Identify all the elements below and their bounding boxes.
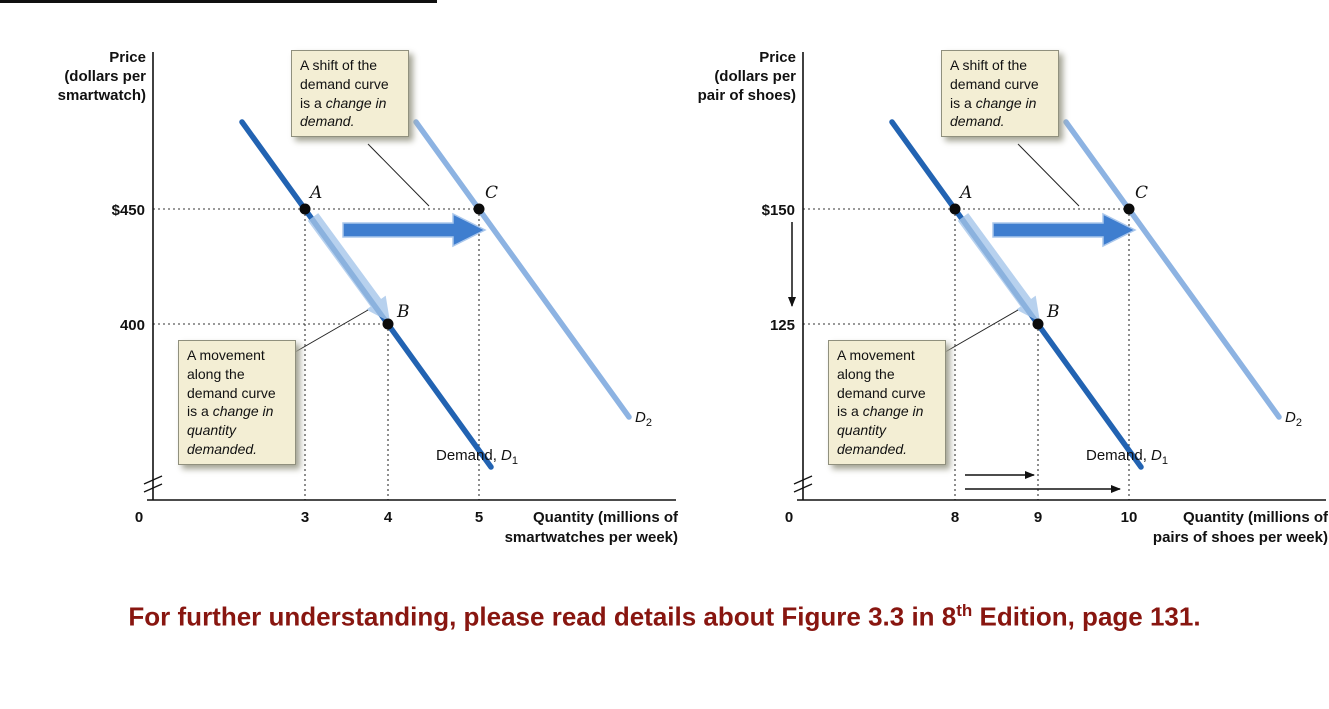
y-axis-title-line-1: Price (759, 49, 796, 66)
y-tick-label-high: $150 (762, 202, 795, 219)
note-leader-lines (289, 143, 430, 356)
y-axis-title-line-3: pair of shoes) (698, 87, 796, 104)
demand-curve-d2 (1063, 119, 1282, 420)
note-line: A movement (837, 347, 915, 363)
note-line: is a (187, 403, 213, 420)
note-line: is a (837, 403, 863, 420)
x-axis-title-line-2: smartwatches per week) (505, 529, 678, 546)
data-points (299, 203, 485, 330)
axes (793, 52, 1326, 501)
x-axis-title-line-1: Quantity (millions of (1183, 509, 1329, 526)
y-axis-title-line-1: Price (109, 49, 146, 66)
x-origin-label: 0 (785, 509, 793, 526)
movement-along-curve-note: A movement along the demand curve is a c… (178, 340, 296, 465)
caption-text: Edition, page 131. (972, 601, 1201, 632)
note-line: is a (300, 94, 326, 111)
caption-superscript: th (956, 601, 973, 620)
charts-row: A B C $450 400 0 3 4 5 Price (dollars pe… (38, 22, 1329, 567)
note-line: demand curve (300, 75, 389, 92)
movement-along-curve-arrow (957, 213, 1040, 322)
note-line: along the (837, 365, 895, 382)
demand-chart: A B C $450 400 0 3 4 5 Price (dollars pe… (58, 49, 679, 546)
point-label-c: C (485, 183, 498, 203)
axes (143, 52, 676, 501)
curve-label-d2: D2 (1285, 409, 1302, 429)
x-tick-label-1: 8 (951, 509, 959, 526)
note-line: demand curve (950, 75, 1039, 92)
note-line: demand curve (837, 384, 926, 401)
x-origin-label: 0 (135, 509, 143, 526)
movement-along-curve-note: A movement along the demand curve is a c… (828, 340, 946, 465)
top-border-line (0, 0, 437, 3)
x-tick-label-2: 4 (384, 509, 393, 526)
curve-label-d1: Demand, D1 (1086, 447, 1168, 467)
demand-curve-d2 (413, 119, 632, 420)
dotted-guide-lines (153, 208, 480, 500)
chart-panel-2: A B C $150 125 0 8 9 10 Price (dollars p… (688, 22, 1329, 567)
x-tick-label-3: 5 (475, 509, 483, 526)
demand-chart: A B C $150 125 0 8 9 10 Price (dollars p… (698, 49, 1329, 546)
point-label-c: C (1135, 183, 1148, 203)
data-points (949, 203, 1135, 330)
note-leader-lines (939, 143, 1080, 356)
note-line: A shift of the (300, 57, 378, 73)
x-tick-label-3: 10 (1121, 509, 1138, 526)
shift-of-demand-note: A shift of the demand curve is a change … (291, 50, 409, 137)
dotted-guide-lines (803, 208, 1130, 500)
note-line-italic: change in (325, 94, 387, 111)
note-line-italic: quantity (837, 422, 887, 438)
x-tick-label-2: 9 (1034, 509, 1042, 526)
note-line: demand curve (187, 384, 276, 401)
chart-panel-1: A B C $450 400 0 3 4 5 Price (dollars pe… (38, 22, 679, 567)
y-axis-title-line-2: (dollars per (714, 68, 796, 85)
point-label-b: B (396, 302, 410, 322)
curve-label-d2: D2 (635, 409, 652, 429)
x-tick-label-1: 3 (301, 509, 309, 526)
note-line: A shift of the (950, 57, 1028, 73)
note-line: along the (187, 365, 245, 382)
note-line-italic: demanded. (187, 440, 258, 457)
note-line: is a (950, 94, 976, 111)
movement-along-curve-arrow (307, 213, 390, 322)
note-line-italic: demanded. (837, 440, 908, 457)
note-line: A movement (187, 347, 265, 363)
x-axis-title-line-2: pairs of shoes per week) (1153, 529, 1328, 546)
price-and-quantity-change-arrows (788, 222, 1121, 493)
point-label-a: A (958, 183, 972, 203)
shift-of-demand-note: A shift of the demand curve is a change … (941, 50, 1059, 137)
y-axis-title-line-2: (dollars per (64, 68, 146, 85)
x-axis-title-line-1: Quantity (millions of (533, 509, 679, 526)
y-tick-label-high: $450 (112, 202, 145, 219)
point-label-a: A (308, 183, 322, 203)
y-axis-title-line-3: smartwatch) (58, 87, 146, 104)
point-label-b: B (1046, 302, 1060, 322)
note-line-italic: quantity (187, 422, 237, 438)
caption-text: For further understanding, please read d… (128, 601, 957, 632)
shift-arrow (342, 212, 487, 248)
shift-arrow (992, 212, 1137, 248)
y-tick-label-low: 400 (120, 317, 145, 334)
y-tick-label-low: 125 (770, 317, 795, 334)
note-line-italic: change in (862, 403, 924, 420)
note-line-italic: change in (975, 94, 1037, 111)
curve-label-d1: Demand, D1 (436, 447, 518, 467)
note-line-italic: change in (212, 403, 274, 420)
figure-reference-caption: For further understanding, please read d… (0, 601, 1329, 633)
note-line-italic: demand. (300, 113, 355, 130)
note-line-italic: demand. (950, 113, 1005, 130)
